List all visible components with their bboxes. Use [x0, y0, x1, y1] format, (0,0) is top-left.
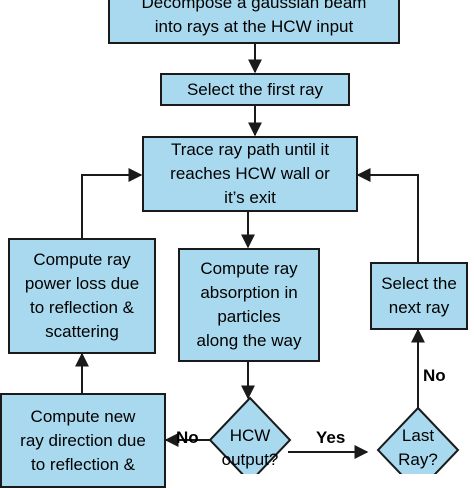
decision-last-ray-label: Last Ray? [398, 426, 438, 469]
trace-ray-path-box: Trace ray path until it reaches HCW wall… [142, 136, 358, 212]
compute-power-loss-box: Compute ray power loss due to reflection… [8, 238, 156, 354]
flowchart-connectors [75, 44, 460, 474]
edge-label-no-left: No [176, 428, 199, 447]
select-next-ray-box: Select the next ray [370, 262, 468, 330]
arrow-select-next-to-trace [356, 168, 419, 262]
edge-label-yes: Yes [316, 428, 346, 447]
select-first-ray-box: Select the first ray [160, 73, 350, 106]
decision-hcw-output [208, 396, 292, 474]
decision-hcw-output-label: HCW output? [221, 426, 279, 469]
decision-last-ray [376, 406, 460, 474]
compute-absorption-box: Compute ray absorption in particles alon… [178, 248, 320, 362]
arrow-power-loss-to-trace [81, 168, 143, 238]
compute-new-direction-box: Compute new ray direction due to reflect… [0, 393, 166, 488]
edge-label-no-right: No [423, 366, 446, 385]
decompose-beam-box: Decompose a gaussian beam into rays at t… [108, 0, 400, 44]
